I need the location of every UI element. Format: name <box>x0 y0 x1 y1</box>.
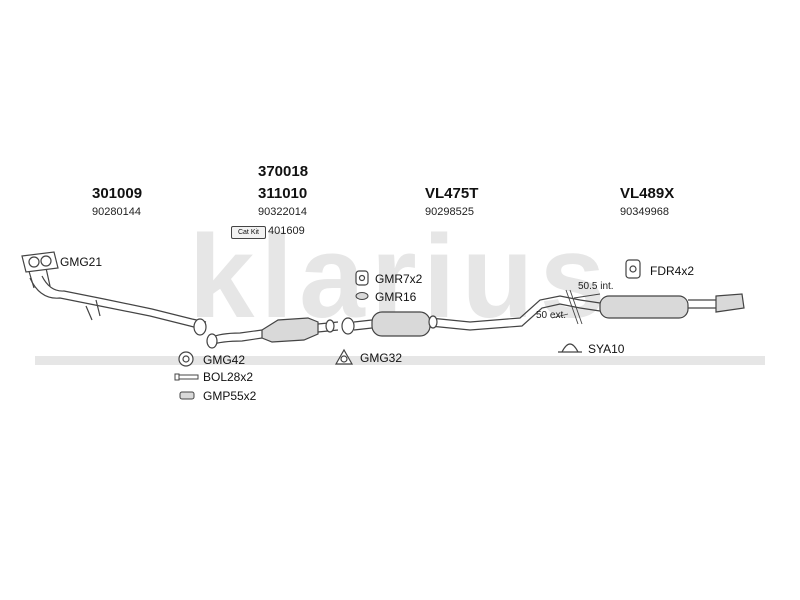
dimension-int: 50.5 int. <box>578 281 614 292</box>
rubber-mount-gmr7-icon <box>355 270 369 286</box>
ref-90280144: 90280144 <box>92 206 141 218</box>
dimension-markers <box>551 289 601 325</box>
part-number-311010: 311010 <box>258 185 308 202</box>
watermark-bar <box>35 356 765 365</box>
ref-90298525: 90298525 <box>425 206 474 218</box>
catalytic-section <box>206 317 339 349</box>
label-gmg21: GMG21 <box>60 255 103 269</box>
part-number-370018: 370018 <box>258 163 309 180</box>
middle-silencer-body <box>371 311 431 337</box>
catalytic-converter-body <box>261 317 319 343</box>
rear-section <box>579 293 745 319</box>
gasket-gmg21-icon <box>21 251 59 273</box>
label-gmg32: GMG32 <box>360 351 403 365</box>
label-sya10: SYA10 <box>588 342 625 356</box>
rear-silencer-body <box>599 295 689 319</box>
ref-90322014: 90322014 <box>258 206 307 218</box>
label-fdr4x2: FDR4x2 <box>650 264 695 278</box>
front-pipe <box>27 267 207 336</box>
part-number-vl475t: VL475T <box>425 185 479 202</box>
part-number-vl489x: VL489X <box>620 185 675 202</box>
label-gmg42: GMG42 <box>203 353 246 367</box>
gasket-gmg32-icon <box>334 348 354 365</box>
gasket-gmg42-icon <box>178 351 194 367</box>
clamp-sya-icon <box>558 343 582 353</box>
label-gmr16: GMR16 <box>375 290 417 304</box>
tailpipe-icon <box>715 293 745 313</box>
label-gmp55x2: GMP55x2 <box>203 389 257 403</box>
bolt-icon <box>174 373 199 381</box>
cat-kit-badge: Cat Kit <box>231 226 266 239</box>
part-number-301009: 301009 <box>92 185 143 202</box>
dimension-ext: 50 ext. <box>536 310 567 321</box>
fixing-fdr-icon <box>625 259 641 279</box>
ref-90349968: 90349968 <box>620 206 669 218</box>
middle-section <box>341 295 581 337</box>
nut-icon <box>179 391 195 400</box>
label-bol28x2: BOL28x2 <box>203 370 254 384</box>
ref-401609: 401609 <box>268 225 305 237</box>
rubber-mount-gmr16-icon <box>355 292 369 300</box>
label-gmr7x2: GMR7x2 <box>375 272 423 286</box>
